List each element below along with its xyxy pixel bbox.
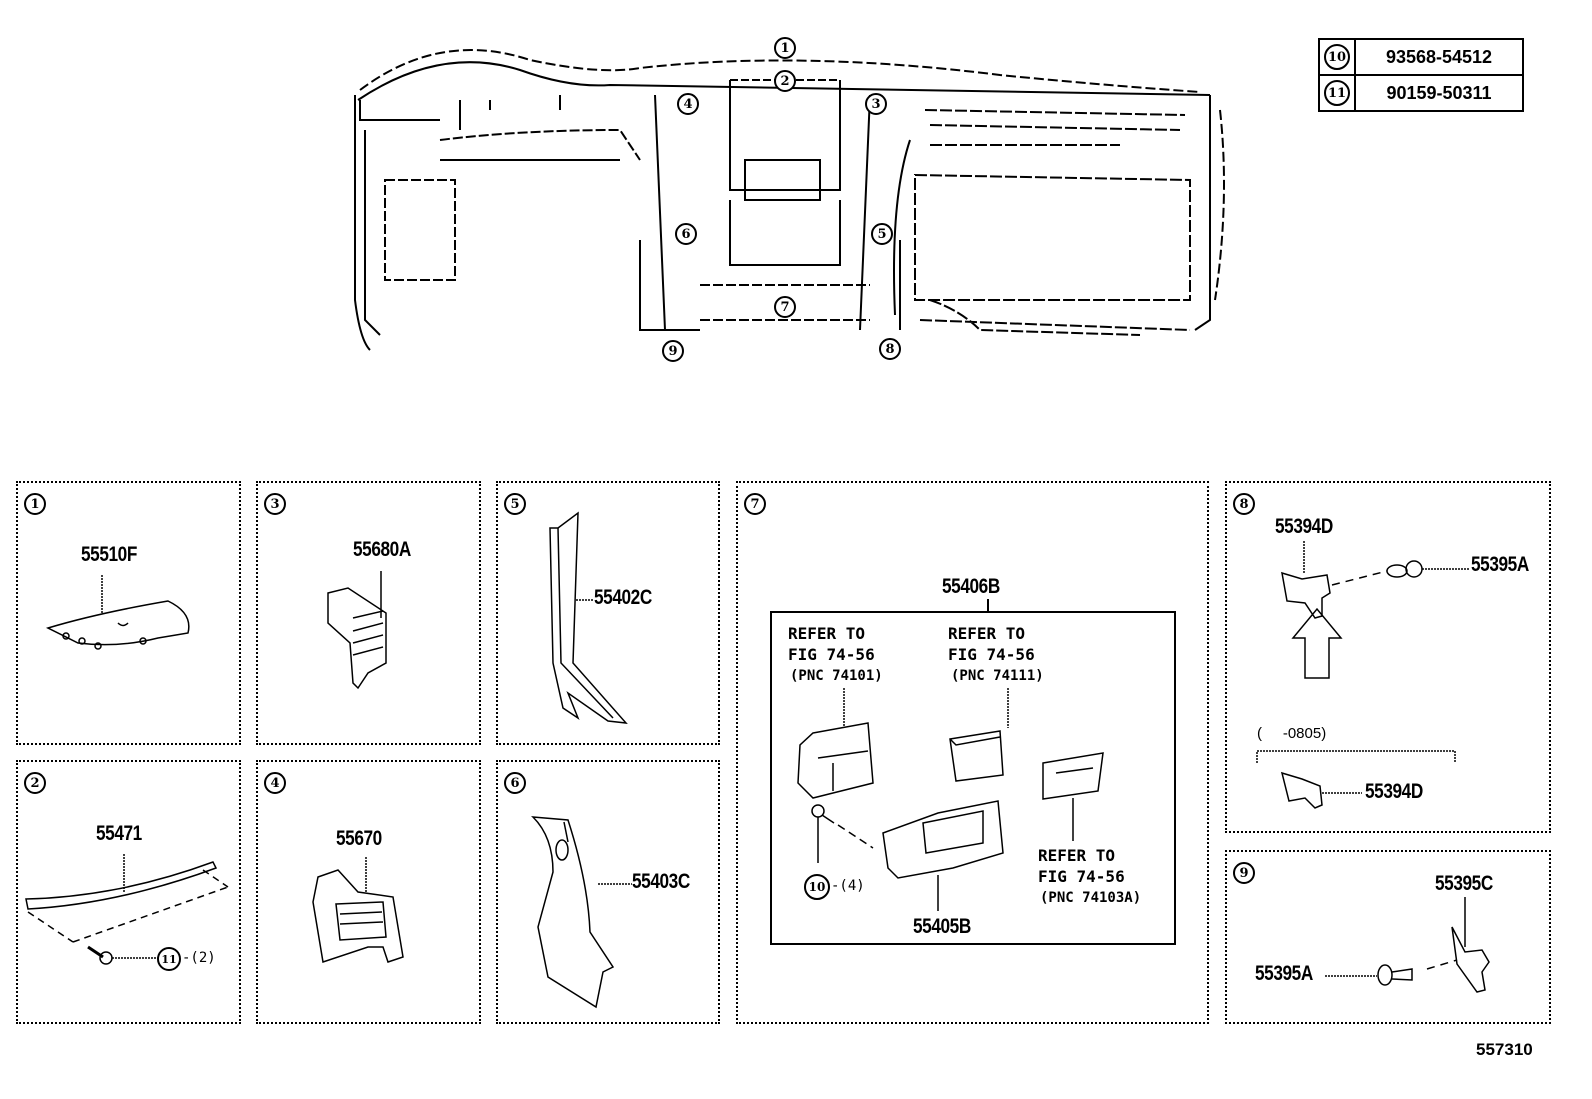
part-label: 55680A bbox=[353, 538, 411, 561]
clip-label: 55395A bbox=[1471, 553, 1529, 576]
fastener-badge: 11 bbox=[157, 947, 181, 971]
side-panel-illustration bbox=[531, 816, 632, 1009]
refer-note-3-line3: (PNC 74103A) bbox=[1040, 890, 1142, 906]
table-row: 11 90159-50311 bbox=[1318, 74, 1524, 112]
panel-8: 8 55394D 55395A ( -0805) 55394D bbox=[1225, 481, 1551, 833]
refer-note-1-line2: FIG 74-56 bbox=[788, 645, 875, 664]
assembly-box bbox=[770, 611, 1176, 945]
part-label: 55395C bbox=[1435, 872, 1493, 895]
quantity-label: -(4) bbox=[831, 878, 865, 894]
assembly-label: 55406B bbox=[942, 575, 1000, 598]
callout-7: 7 bbox=[774, 296, 796, 318]
refer-note-3-line1: REFER TO bbox=[1038, 846, 1116, 865]
cover-illustration bbox=[45, 575, 190, 650]
ref-part-number: 90159-50311 bbox=[1354, 74, 1524, 112]
ref-part-number: 93568-54512 bbox=[1354, 38, 1524, 76]
panel-7: 7 55406B REFER TO FIG 74-56 (PNC 74101) … bbox=[736, 481, 1209, 1024]
clip-illustration bbox=[1325, 897, 1490, 993]
refer-note-2-line1: REFER TO bbox=[948, 624, 1026, 643]
clip-label: 55395A bbox=[1255, 962, 1313, 985]
part-label: 55402C bbox=[594, 586, 652, 609]
callout-1: 1 bbox=[774, 37, 796, 59]
panel-9: 9 55395C 55395A bbox=[1225, 850, 1551, 1024]
part-label-top: 55394D bbox=[1275, 515, 1333, 538]
switch-components-illustration bbox=[797, 688, 1104, 911]
callout-5: 5 bbox=[871, 223, 893, 245]
callout-3: 3 bbox=[865, 93, 887, 115]
part-label: 55403C bbox=[632, 870, 690, 893]
part-label: 55510F bbox=[81, 543, 137, 566]
panel-1: 1 55510F bbox=[16, 481, 241, 745]
refer-note-1-line3: (PNC 74101) bbox=[790, 668, 883, 684]
quantity-label: -(2) bbox=[182, 950, 216, 966]
callout-2: 2 bbox=[774, 70, 796, 92]
panel-badge: 7 bbox=[744, 493, 766, 515]
bracket-illustration bbox=[1256, 541, 1469, 809]
table-row: 10 93568-54512 bbox=[1318, 38, 1524, 76]
panel-badge: 4 bbox=[264, 772, 286, 794]
panel-badge: 2 bbox=[24, 772, 46, 794]
refer-note-2-line2: FIG 74-56 bbox=[948, 645, 1035, 664]
part-label: 55670 bbox=[336, 827, 382, 850]
fastener-reference-table: 10 93568-54512 11 90159-50311 bbox=[1318, 38, 1524, 112]
part-label: 55471 bbox=[96, 822, 142, 845]
panel-badge: 8 bbox=[1233, 493, 1255, 515]
garnish-illustration bbox=[25, 854, 229, 965]
panel-4: 4 55670 bbox=[256, 760, 481, 1024]
panel-badge: 9 bbox=[1233, 862, 1255, 884]
sub-part-label: 55405B bbox=[913, 915, 971, 938]
callout-6: 6 bbox=[675, 223, 697, 245]
panel-badge: 6 bbox=[504, 772, 526, 794]
panel-badge: 3 bbox=[264, 493, 286, 515]
panel-2: 2 55471 11 -(2) bbox=[16, 760, 241, 1024]
panel-badge: 1 bbox=[24, 493, 46, 515]
vent-illustration bbox=[327, 571, 387, 690]
panel-6: 6 55403C bbox=[496, 760, 720, 1024]
part-label-bottom: 55394D bbox=[1365, 780, 1423, 803]
refer-note-3-line2: FIG 74-56 bbox=[1038, 867, 1125, 886]
diagram-id: 557310 bbox=[1476, 1040, 1533, 1059]
callout-9: 9 bbox=[662, 340, 684, 362]
side-panel-illustration bbox=[549, 511, 628, 724]
ref-key-badge: 10 bbox=[1324, 44, 1350, 70]
vent-illustration bbox=[312, 857, 404, 963]
refer-note-2-line3: (PNC 74111) bbox=[951, 668, 1044, 684]
callout-4: 4 bbox=[677, 93, 699, 115]
assembly-leader bbox=[987, 599, 989, 611]
panel-3: 3 55680A bbox=[256, 481, 481, 745]
callout-8: 8 bbox=[879, 338, 901, 360]
ref-key-badge: 11 bbox=[1324, 80, 1350, 106]
refer-note-1-line1: REFER TO bbox=[788, 624, 866, 643]
date-range-label: ( -0805) bbox=[1257, 725, 1327, 742]
panel-badge: 5 bbox=[504, 493, 526, 515]
panel-5: 5 55402C bbox=[496, 481, 720, 745]
fastener-badge: 10 bbox=[804, 874, 830, 900]
